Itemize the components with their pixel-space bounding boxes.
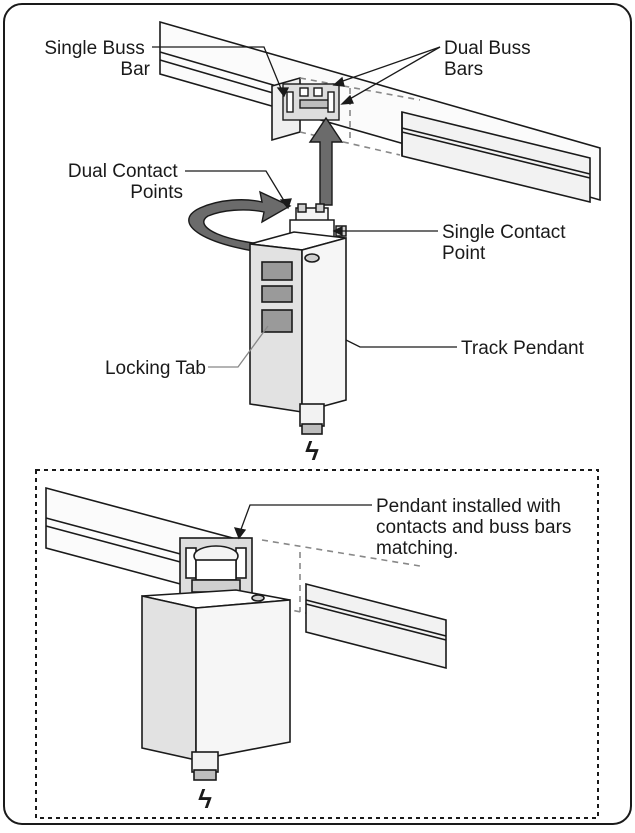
pendant-installed-line-1: Pendant installed with	[376, 496, 561, 517]
dual-contact-points-line-2: Points	[130, 182, 183, 203]
single-contact-point-line-1: Single Contact	[442, 222, 566, 243]
track-rail-top	[159, 20, 601, 204]
pendant-installed-line-3: matching.	[376, 538, 458, 559]
callout-labels: Single Buss Bar Dual Buss Bars Dual Cont…	[44, 38, 584, 814]
track-pendant-body	[249, 231, 347, 435]
locking-tab-label: Locking Tab	[105, 358, 206, 379]
dual-buss-bars-line-2: Bars	[444, 59, 483, 80]
lightning-bolt-icon-inset: ϟ	[198, 784, 212, 814]
upward-arrow-icon	[308, 116, 344, 206]
dual-buss-bars-label: Dual Buss Bars	[444, 38, 536, 80]
leader-lines	[152, 46, 457, 540]
lightning-bolt-icon: ϟ	[305, 436, 319, 466]
pendant-installed-line-2: contacts and buss bars	[376, 517, 571, 538]
pendant-installed-label: Pendant installed with contacts and buss…	[376, 496, 577, 559]
single-contact-point-label: Single Contact Point	[442, 222, 571, 264]
single-buss-bar-label: Single Buss Bar	[44, 38, 150, 80]
installed-pendant	[141, 537, 291, 781]
buss-bar-slot	[282, 83, 340, 121]
dual-contact-points-line-1: Dual Contact	[68, 161, 179, 182]
single-contact-point-line-2: Point	[442, 243, 486, 264]
dual-contact-points-label: Dual Contact Points	[68, 161, 183, 203]
single-buss-bar-line-1: Single Buss	[44, 38, 144, 59]
installed-view-frame	[35, 469, 599, 819]
single-buss-bar-line-2: Bar	[120, 59, 150, 80]
dual-buss-bars-line-1: Dual Buss	[444, 38, 531, 59]
curved-rotation-arrow-icon	[188, 190, 293, 257]
track-pendant-label: Track Pendant	[461, 338, 585, 359]
